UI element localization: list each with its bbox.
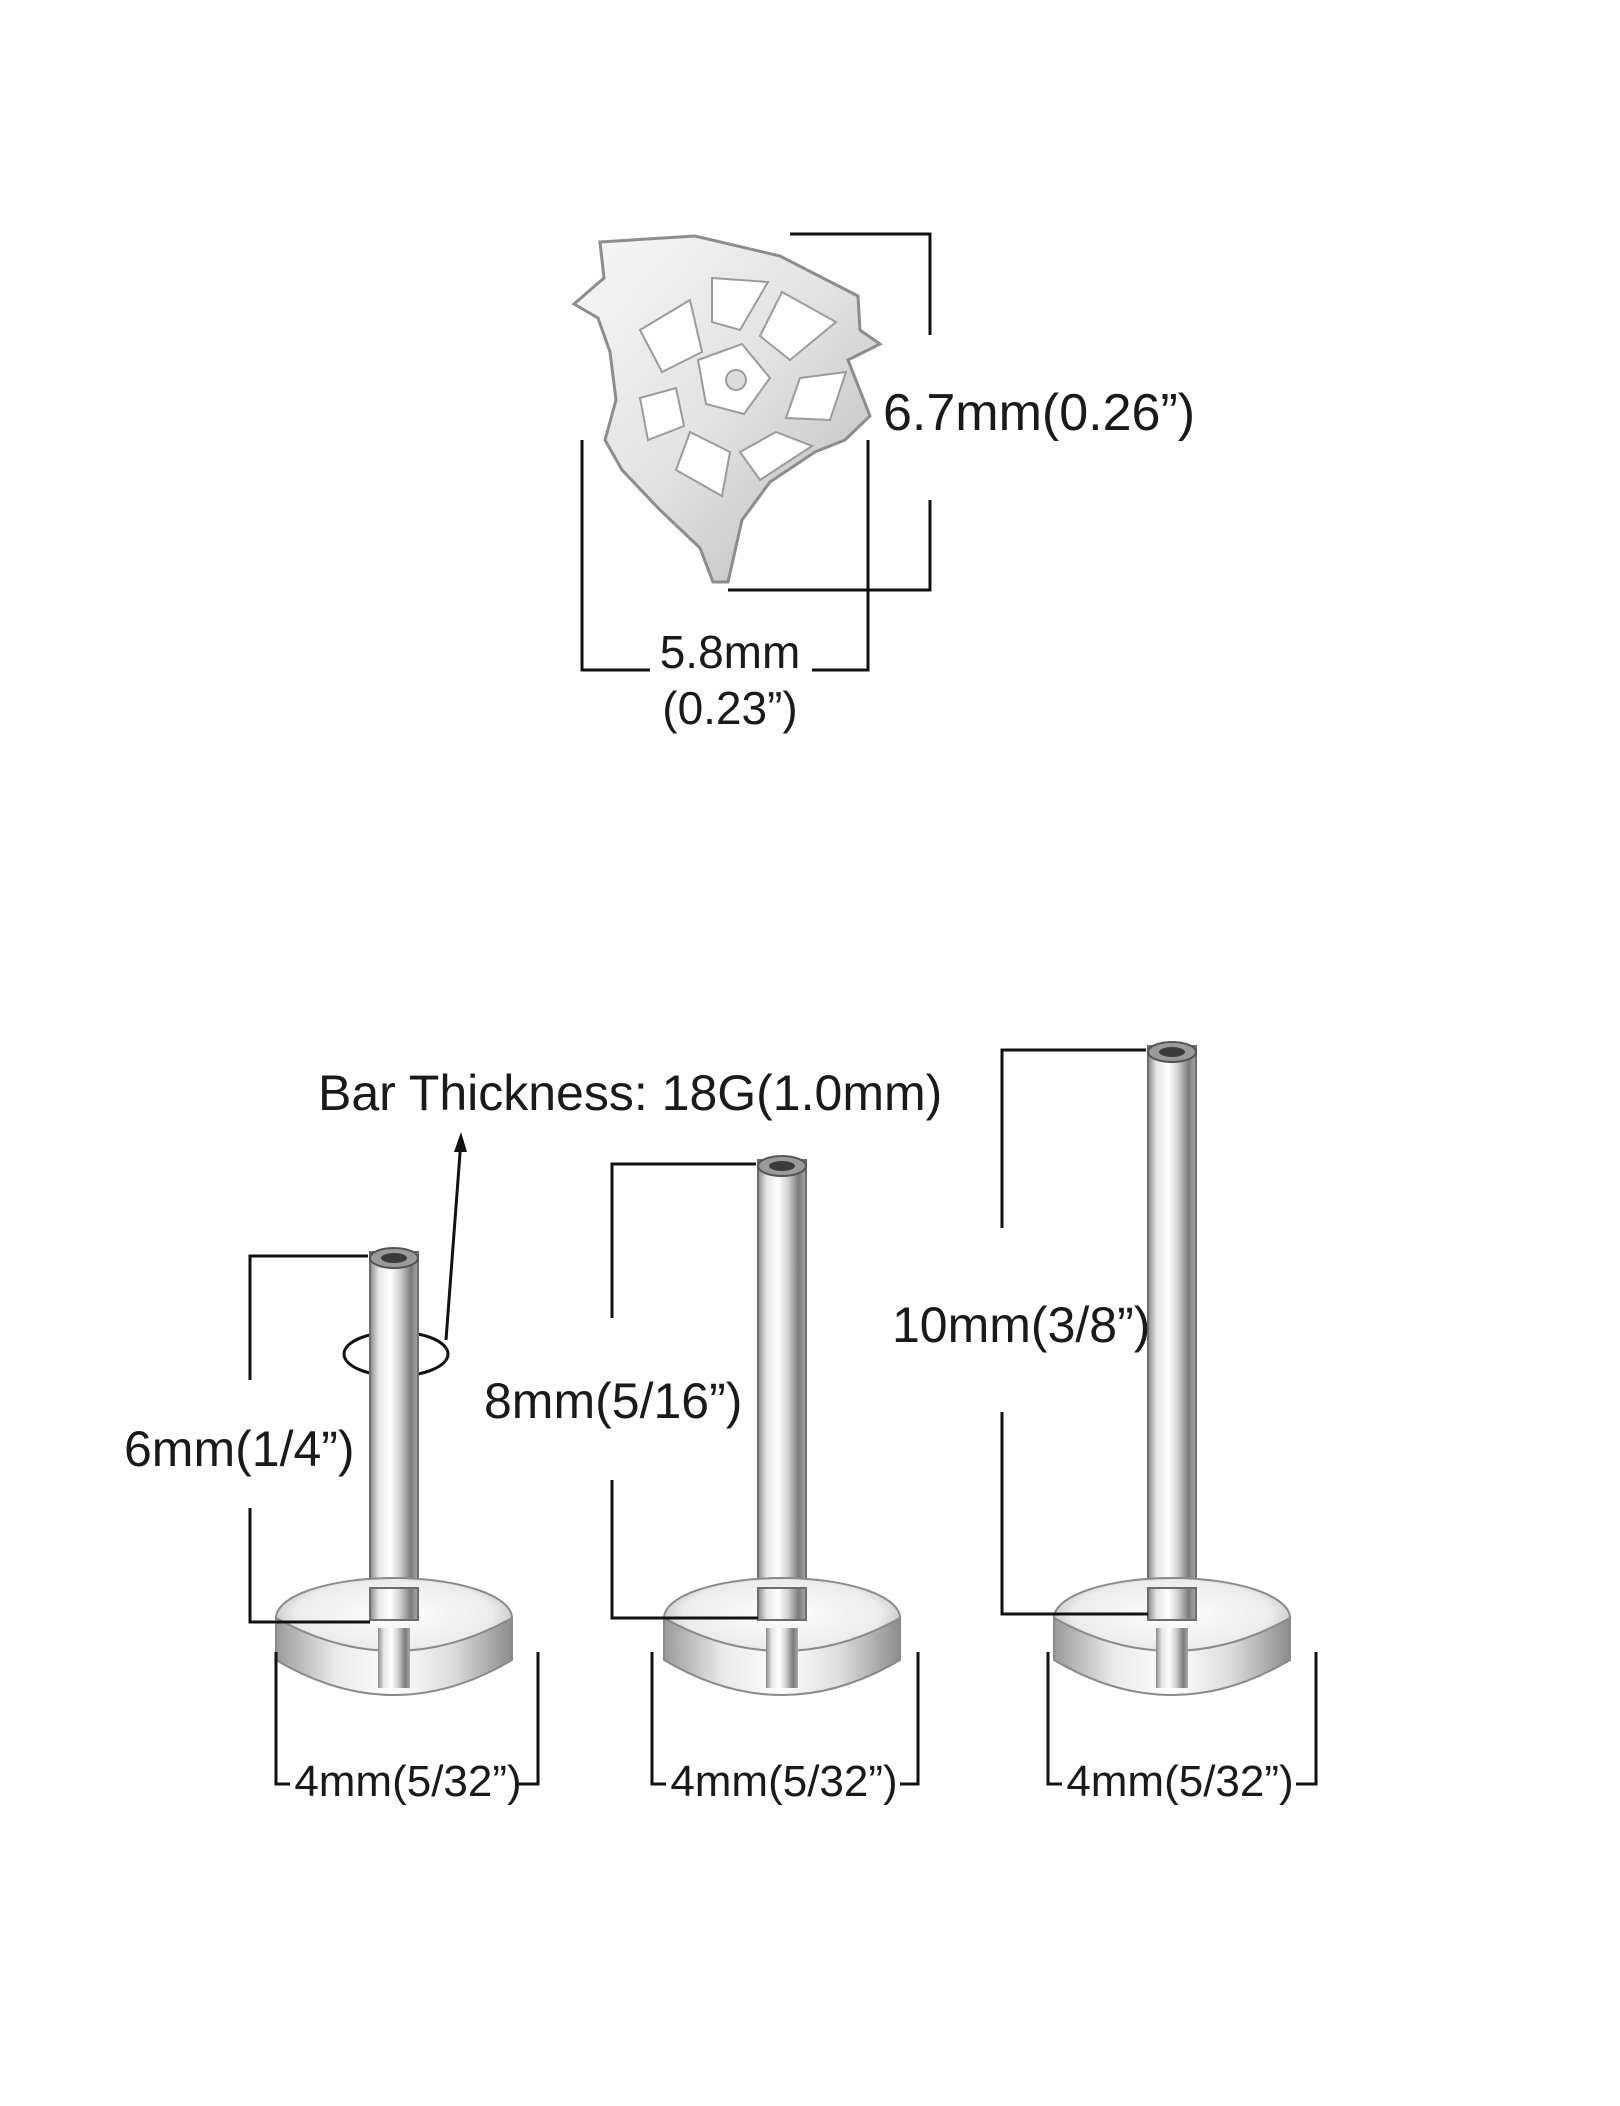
stud-width-label: 5.8mm [660, 626, 801, 678]
post-length-label-8mm: 8mm(5/16”) [484, 1373, 742, 1429]
spider-web-icon [571, 234, 883, 584]
labret-post-8mm: 8mm(5/16”) 4mm(5/32”) [484, 1155, 920, 1806]
stud-height-label: 6.7mm(0.26”) [883, 384, 1195, 442]
stud-dimension-lines [580, 232, 932, 672]
stud-width-label-imperial: (0.23”) [662, 682, 797, 734]
bar-thickness-callout: Bar Thickness: 18G(1.0mm) [318, 1065, 942, 1378]
arrow-head-icon [454, 1132, 467, 1152]
post-base-label-8mm: 4mm(5/32”) [670, 1757, 897, 1806]
post-length-label-10mm: 10mm(3/8”) [892, 1297, 1150, 1353]
spider-web-stud: 6.7mm(0.26”) 5.8mm (0.23”) [571, 232, 1195, 734]
labret-post-6mm: 6mm(1/4”) 4mm(5/32”) [124, 1247, 540, 1806]
post-base-label-10mm: 4mm(5/32”) [1066, 1757, 1293, 1806]
post-base-label-6mm: 4mm(5/32”) [294, 1757, 521, 1806]
labret-post-10mm: 10mm(3/8”) 4mm(5/32”) [892, 1041, 1318, 1806]
post-length-label-6mm: 6mm(1/4”) [124, 1421, 355, 1477]
bar-thickness-label: Bar Thickness: 18G(1.0mm) [318, 1065, 942, 1121]
